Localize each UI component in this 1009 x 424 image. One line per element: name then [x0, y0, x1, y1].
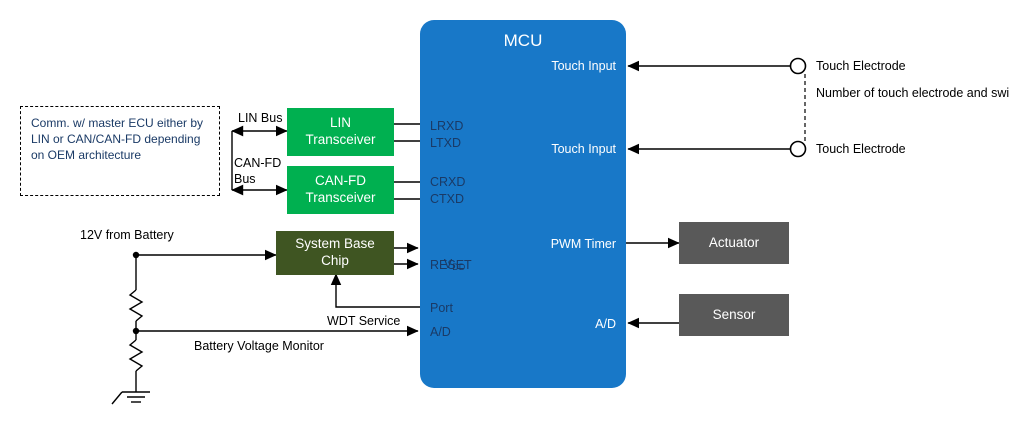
- electrode-bottom-symbol: [789, 140, 807, 158]
- mcu-title: MCU: [503, 31, 543, 50]
- reset-label: RESET: [430, 258, 472, 272]
- mcu-block: MCU: [420, 20, 626, 388]
- touch-electrode-bottom-label: Touch Electrode: [816, 142, 906, 156]
- touch-note-label: Number of touch electrode and switch lay…: [816, 86, 1009, 100]
- ctxd-label: CTXD: [430, 192, 465, 206]
- actuator-label: Actuator: [708, 234, 760, 250]
- touch-input-top-label: Touch Input: [551, 59, 616, 73]
- touch-input-bottom-label: Touch Input: [551, 142, 616, 156]
- electrode-top-symbol: [789, 57, 807, 75]
- battery-12v-label: 12V from Battery: [80, 228, 174, 242]
- system-base-chip-block: System Base Chip: [276, 231, 394, 275]
- actuator-block: Actuator: [679, 222, 789, 264]
- sensor-block: Sensor: [679, 294, 789, 336]
- wire-wdt-service: [330, 273, 421, 308]
- canfd-bus-label: CAN-FD Bus: [234, 156, 282, 187]
- system-base-chip-label: System Base Chip: [295, 236, 375, 268]
- ecu-note-text: Comm. w/ master ECU either by LIN or CAN…: [31, 116, 204, 163]
- wdt-service-label: WDT Service: [327, 314, 401, 328]
- vdd-text: V: [443, 257, 453, 272]
- vdd-label: VDD: [430, 240, 465, 290]
- crxd-label: CRXD: [430, 175, 466, 189]
- lin-transceiver-block: LIN Transceiver: [287, 108, 394, 156]
- ltxd-label: LTXD: [430, 136, 462, 150]
- ad-left-label: A/D: [430, 325, 451, 339]
- junction-dot-top: [132, 251, 140, 259]
- canfd-transceiver-block: CAN-FD Transceiver: [287, 166, 394, 214]
- lrxd-label: LRXD: [430, 119, 464, 133]
- vdd-subscript: DD: [452, 262, 466, 273]
- resistor-lower: [128, 339, 144, 372]
- port-label: Port: [430, 301, 453, 315]
- battery-voltage-monitor-label: Battery Voltage Monitor: [194, 339, 324, 353]
- touch-electrode-top-label: Touch Electrode: [816, 59, 906, 73]
- pwm-timer-label: PWM Timer: [550, 237, 616, 251]
- canfd-transceiver-label: CAN-FD Transceiver: [305, 173, 376, 205]
- resistor-upper: [128, 289, 144, 322]
- lin-transceiver-label: LIN Transceiver: [305, 115, 376, 147]
- ad-right-label: A/D: [595, 317, 616, 331]
- sensor-label: Sensor: [712, 306, 756, 322]
- lin-bus-label: LIN Bus: [238, 111, 283, 125]
- ecu-note-box: Comm. w/ master ECU either by LIN or CAN…: [20, 106, 220, 196]
- ground-hatch: [111, 391, 123, 405]
